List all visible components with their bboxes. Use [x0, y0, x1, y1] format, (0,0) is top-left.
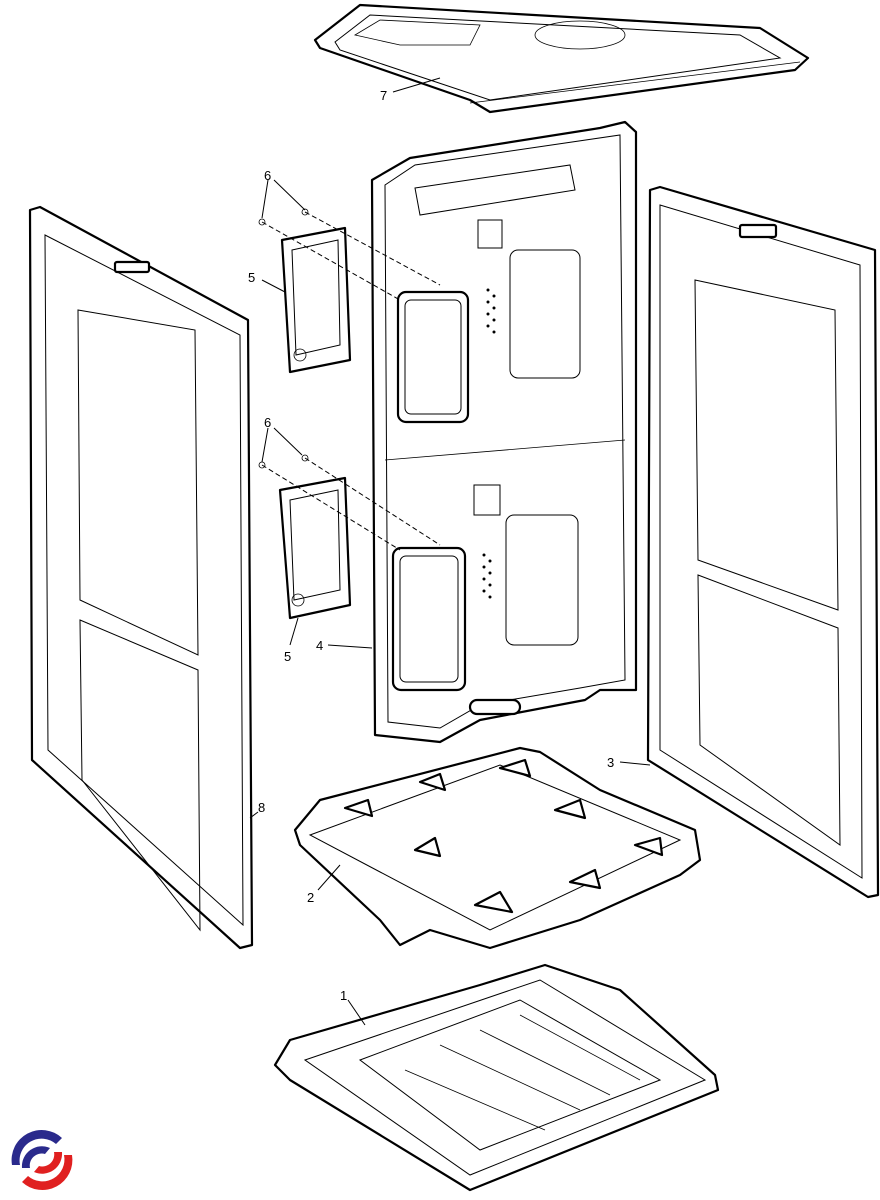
vent-holes	[482, 288, 496, 599]
callout-3: 3	[607, 755, 614, 770]
part-1-base	[273, 963, 720, 1192]
part-8-left-side-panel	[28, 205, 254, 950]
part-3-right-side-panel	[646, 185, 880, 899]
callout-6-lower: 6	[264, 415, 271, 430]
part-2-tray	[293, 746, 702, 950]
callout-4: 4	[316, 638, 323, 653]
callout-8: 8	[258, 800, 265, 815]
brand-logo-icon	[11, 1129, 73, 1191]
callout-2: 2	[307, 890, 314, 905]
part-7-top-panel	[313, 3, 810, 114]
part-5-lower-bracket	[278, 476, 352, 620]
callout-1: 1	[340, 988, 347, 1003]
callout-5-lower: 5	[284, 649, 291, 664]
part-5-upper-bracket	[280, 226, 352, 374]
part-4-back-panel	[370, 120, 638, 744]
part-6-screws	[258, 208, 309, 469]
callout-5-upper: 5	[248, 270, 255, 285]
callout-7: 7	[380, 88, 387, 103]
callout-6-upper: 6	[264, 168, 271, 183]
